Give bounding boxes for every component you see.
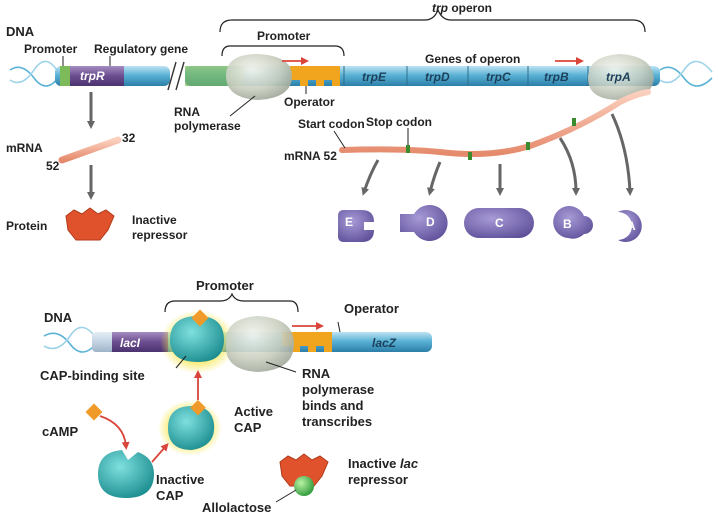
lac-rnapol-pointer <box>265 361 297 373</box>
enzyme-C <box>464 208 534 238</box>
mrna-left-5: 52 <box>46 159 60 173</box>
rna-polymerase-transcribing <box>588 54 654 100</box>
mrna-left-3: 32 <box>122 131 136 145</box>
stop-codon-mark <box>406 145 410 153</box>
gene-trpC: trpC <box>486 70 511 84</box>
gene-trpA: trpA <box>606 70 631 84</box>
start-codon-label: Start codon <box>298 117 365 131</box>
start-codon-pointer <box>333 130 346 149</box>
inactive-lac-line2: repressor <box>348 472 408 487</box>
lacI-gene <box>112 332 168 352</box>
trp-promoter-left-label: Promoter <box>24 42 78 56</box>
inactive-repressor-shape <box>65 207 115 241</box>
translation-arrows <box>361 113 634 196</box>
trpR-label: trpR <box>80 69 105 83</box>
active-cap-camp <box>190 399 206 416</box>
active-cap-shape <box>168 406 215 450</box>
rna-pol-line2: polymerase <box>174 119 241 133</box>
trp-gene-dividers <box>343 66 589 86</box>
trp-promoter-label: Promoter <box>257 29 311 43</box>
lacZ-label: lacZ <box>372 336 397 350</box>
inactive-lac-line1: Inactive lac <box>348 456 419 471</box>
cap-site-pointer <box>175 355 187 369</box>
trp-operator <box>290 66 340 86</box>
enzyme-B-label: B <box>563 217 572 231</box>
trp-operon-title: trp operon <box>432 1 492 15</box>
active-cap-1: Active <box>234 404 273 419</box>
genes-of-operon-label: Genes of operon <box>425 52 520 66</box>
enzyme-A-label: A <box>627 219 636 233</box>
lac-promoter-bracket <box>164 292 299 313</box>
camp-arrow <box>99 415 130 450</box>
codon-mark-4 <box>572 118 576 126</box>
inactive-cap-2: CAP <box>156 488 184 503</box>
camp-label: cAMP <box>42 424 78 439</box>
trp-promoter-bracket <box>221 45 345 57</box>
cap-binding-site-label: CAP-binding site <box>40 368 145 383</box>
lac-promoter-label: Promoter <box>196 278 254 293</box>
protein-label: Protein <box>6 219 47 233</box>
lac-operator-pointer <box>337 321 341 333</box>
trp-regulatory-promoter <box>60 66 70 86</box>
mrna-left-label: mRNA <box>6 141 43 155</box>
active-cap-2: CAP <box>234 420 262 435</box>
enzyme-E-label: E <box>345 215 353 229</box>
trp-operon-bracket <box>219 8 646 33</box>
bound-camp <box>191 309 209 327</box>
allolactose-label: Allolactose <box>202 500 271 515</box>
lac-dna-strands <box>43 326 97 353</box>
lac-operator-label: Operator <box>344 301 399 316</box>
lac-rnapol-3: binds and <box>302 398 363 413</box>
free-camp <box>85 403 103 421</box>
lac-operon-panel: Promoter DNA lacI lacZ Operator CAP-bind… <box>40 278 432 515</box>
inactive-cap-1: Inactive <box>156 472 204 487</box>
gene-trpE: trpE <box>362 70 387 84</box>
enzyme-E <box>338 210 374 242</box>
inactive-cap-shape <box>98 450 154 498</box>
lac-rnapol-1: RNA <box>302 366 331 381</box>
trp-operator-label: Operator <box>284 95 335 109</box>
enzyme-C-label: C <box>495 216 504 230</box>
lac-rna-polymerase <box>225 316 294 372</box>
rna-pol-pointer <box>229 95 256 117</box>
lac-rnapol-4: transcribes <box>302 414 372 429</box>
inactive-lac-repressor-shape <box>279 453 329 487</box>
trpR-gene <box>70 66 124 86</box>
stop-codon-label: Stop codon <box>366 115 432 129</box>
mrna-right-label: mRNA 52 <box>284 149 337 163</box>
enzyme-D-label: D <box>426 215 435 229</box>
rna-pol-line1: RNA <box>174 105 200 119</box>
activation-arrow <box>151 442 169 463</box>
gene-trpB: trpB <box>544 70 569 84</box>
lac-left-cap <box>92 332 114 352</box>
gene-trpD: trpD <box>425 70 450 84</box>
trp-dna-label: DNA <box>6 24 35 39</box>
lac-operator <box>282 332 332 352</box>
rna-polymerase-shape <box>226 54 292 100</box>
bound-cap <box>170 316 224 362</box>
codon-mark-2 <box>468 152 472 160</box>
enzyme-A <box>618 210 642 242</box>
inactive-repressor-1: Inactive <box>132 213 177 227</box>
enzyme-B <box>553 206 593 239</box>
lacI-label: lacI <box>120 336 141 350</box>
dna-break-marks <box>167 61 185 91</box>
lac-dna-label: DNA <box>44 310 73 325</box>
trp-operon-panel: DNA trp operon trpR Promoter Regulatory … <box>6 1 713 242</box>
lac-rnapol-2: polymerase <box>302 382 374 397</box>
trpR-mrna <box>58 136 122 164</box>
allolactose-shape <box>294 476 314 496</box>
enzyme-D <box>400 205 448 242</box>
inactive-repressor-2: repressor <box>132 228 188 242</box>
regulatory-gene-label: Regulatory gene <box>94 42 188 56</box>
codon-mark-3 <box>526 142 530 150</box>
trp-dna-strands <box>9 60 713 87</box>
allolactose-pointer <box>275 489 297 503</box>
